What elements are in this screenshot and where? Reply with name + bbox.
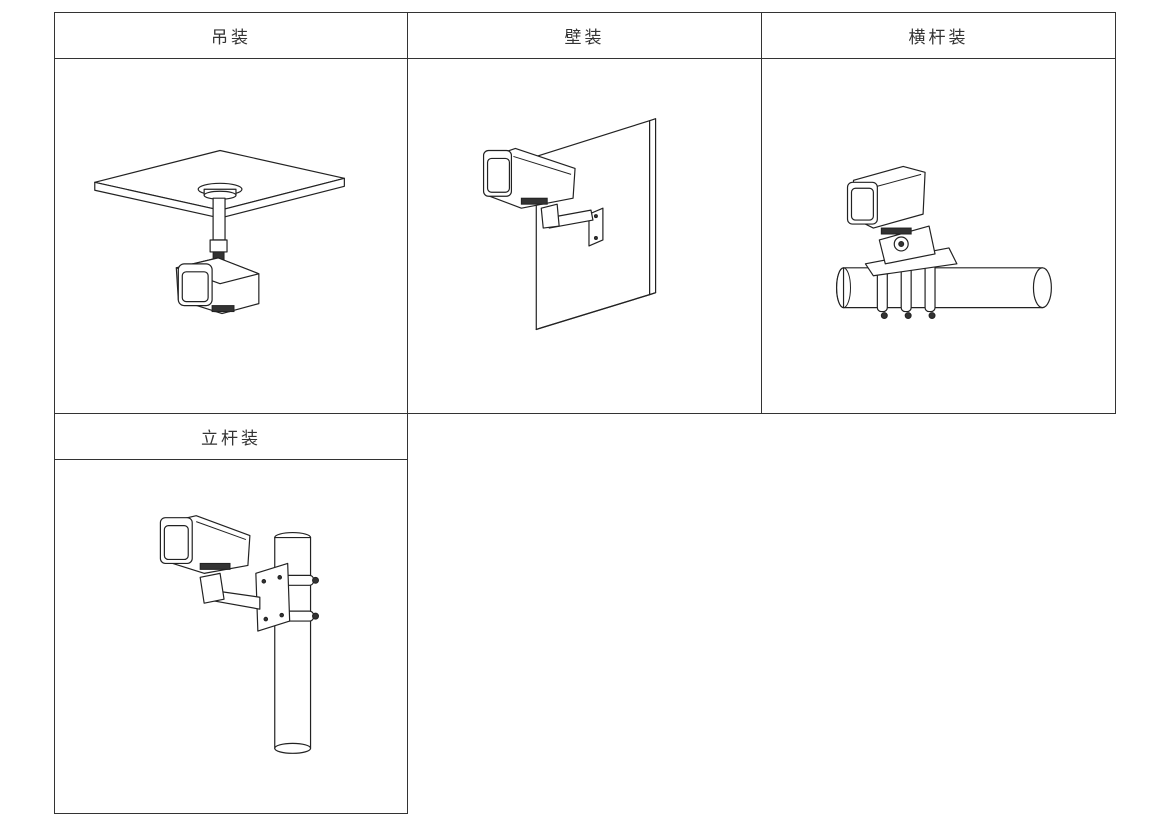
- horizontal-pole-mount-cell: 横杆装: [761, 12, 1116, 414]
- vertical-pole-mount-illustration: [159, 515, 319, 754]
- mount-table: 吊装: [54, 12, 1116, 814]
- vertical-pole-mount-cell: 立杆装: [54, 413, 408, 814]
- wall-mount-illustration: [482, 118, 657, 331]
- vertical-pole-mount-figure: [54, 459, 408, 814]
- ceiling-mount-illustration: [94, 149, 345, 315]
- horizontal-pole-mount-illustration: [835, 165, 1052, 320]
- vertical-pole-mount-label: 立杆装: [54, 413, 408, 460]
- ceiling-mount-cell: 吊装: [54, 12, 408, 414]
- wall-mount-figure: [407, 58, 762, 414]
- wall-mount-cell: 壁装: [407, 12, 762, 414]
- wall-mount-label: 壁装: [407, 12, 762, 59]
- horizontal-pole-mount-label: 横杆装: [761, 12, 1116, 59]
- ceiling-mount-figure: [54, 58, 408, 414]
- horizontal-pole-mount-figure: [761, 58, 1116, 414]
- ceiling-mount-label: 吊装: [54, 12, 408, 59]
